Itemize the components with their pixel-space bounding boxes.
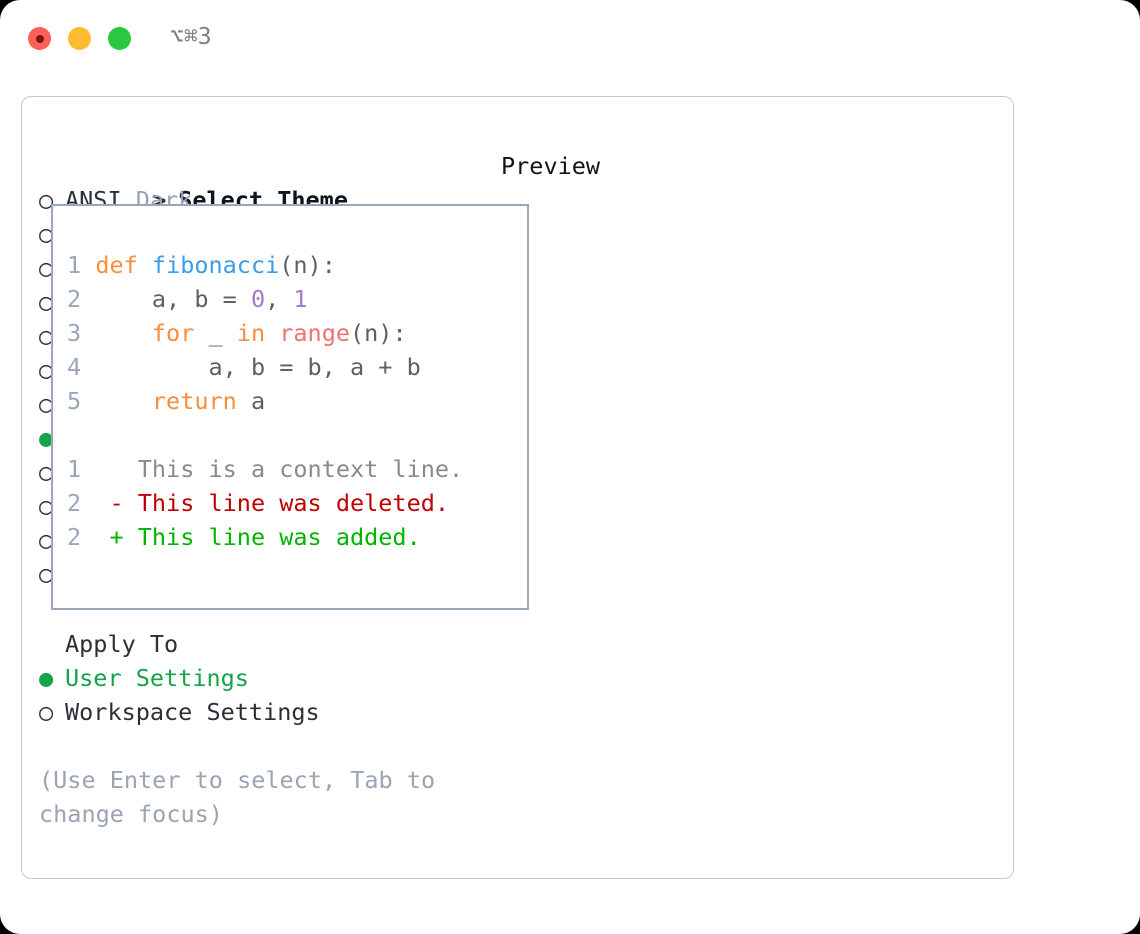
diff-sign bbox=[109, 455, 123, 483]
diff-text: This line was added. bbox=[123, 523, 421, 551]
line-number: 1 bbox=[67, 251, 82, 279]
line-number: 2 bbox=[67, 285, 82, 313]
diff-text: This line was deleted. bbox=[123, 489, 450, 517]
radio-unselected-icon: ○ bbox=[39, 560, 54, 588]
radio-selected-icon: ● bbox=[39, 424, 54, 452]
radio-unselected-icon: ○ bbox=[39, 254, 54, 282]
code-diff-separator bbox=[67, 418, 463, 452]
code-token: a, b = b, a + b bbox=[95, 353, 421, 381]
minimize-button[interactable] bbox=[68, 27, 91, 50]
theme-selector-card: >Select Theme ○ANSI Dark○Atom One Dark○A… bbox=[21, 96, 1014, 879]
radio-unselected-icon: ○ bbox=[39, 288, 54, 316]
maximize-button[interactable] bbox=[108, 27, 131, 50]
preview-column: Preview bbox=[501, 149, 600, 183]
code-line: 4 a, b = b, a + b bbox=[67, 350, 463, 384]
code-token: in bbox=[236, 319, 266, 347]
radio-unselected-icon: ○ bbox=[39, 698, 54, 726]
line-number: 3 bbox=[67, 319, 82, 347]
radio-unselected-icon: ○ bbox=[39, 186, 54, 214]
select-theme-header: >Select Theme bbox=[39, 149, 479, 214]
code-token: 0 bbox=[250, 285, 266, 313]
title-bar: ⌥⌘3 bbox=[0, 0, 1140, 78]
radio-unselected-icon: ○ bbox=[39, 526, 54, 554]
code-token: (n): bbox=[279, 251, 336, 279]
code-token: _ bbox=[194, 319, 237, 347]
apply-to-option-user-settings[interactable]: ● User Settings bbox=[39, 661, 479, 695]
line-number: 2 bbox=[67, 489, 82, 517]
code-line: 5 return a bbox=[67, 384, 463, 418]
code-line: 2 a, b = 0, 1 bbox=[67, 282, 463, 316]
code-token: a bbox=[236, 387, 266, 415]
code-token bbox=[138, 251, 152, 279]
radio-unselected-icon: ○ bbox=[39, 356, 54, 384]
radio-unselected-icon: ○ bbox=[39, 458, 54, 486]
code-token: , bbox=[265, 285, 294, 313]
radio-unselected-icon: ○ bbox=[39, 390, 54, 418]
radio-unselected-icon: ○ bbox=[39, 220, 54, 248]
diff-sign: + bbox=[109, 523, 124, 551]
code-token bbox=[265, 319, 279, 347]
code-line: 1 def fibonacci(n): bbox=[67, 248, 463, 282]
diff-text: This is a context line. bbox=[123, 455, 464, 483]
apply-to-option-workspace-settings[interactable]: ○ Workspace Settings bbox=[39, 695, 479, 729]
diff-line-ctx: 1 This is a context line. bbox=[67, 452, 463, 486]
diff-sign: - bbox=[109, 489, 124, 517]
code-token: a, b = bbox=[95, 285, 251, 313]
apply-to-option-list[interactable]: ● User Settings ○ Workspace Settings bbox=[39, 661, 479, 729]
radio-unselected-icon: ○ bbox=[39, 322, 54, 350]
diff-line-add: 2 + This line was added. bbox=[67, 520, 463, 554]
line-number: 2 bbox=[67, 523, 82, 551]
code-token: 1 bbox=[293, 285, 308, 313]
apply-to-section: Apply To ● User Settings ○ Workspace Settin… bbox=[39, 627, 479, 729]
keyboard-shortcut-label: ⌥⌘3 bbox=[170, 24, 212, 50]
code-token: for bbox=[151, 319, 195, 347]
apply-to-option-label: User Settings bbox=[65, 664, 249, 692]
code-line: 3 for _ in range(n): bbox=[67, 316, 463, 350]
code-token bbox=[95, 387, 152, 415]
keyboard-hint-text: (Use Enter to select, Tab to change focu… bbox=[39, 766, 436, 828]
radio-unselected-icon: ○ bbox=[39, 492, 54, 520]
diff-line-del: 2 - This line was deleted. bbox=[67, 486, 463, 520]
apply-to-title: Apply To bbox=[65, 630, 179, 658]
apply-to-option-label: Workspace Settings bbox=[65, 698, 320, 726]
radio-selected-icon: ● bbox=[39, 664, 54, 692]
close-button[interactable] bbox=[28, 27, 51, 50]
line-number: 1 bbox=[67, 455, 82, 483]
code-token: fibonacci bbox=[151, 251, 280, 279]
code-token: return bbox=[151, 387, 237, 415]
code-token: (n): bbox=[350, 319, 407, 347]
preview-title: Preview bbox=[501, 152, 601, 180]
line-number: 5 bbox=[67, 387, 82, 415]
line-number: 4 bbox=[67, 353, 82, 381]
code-token: def bbox=[95, 251, 138, 279]
code-token bbox=[95, 319, 152, 347]
code-token: range bbox=[279, 319, 351, 347]
